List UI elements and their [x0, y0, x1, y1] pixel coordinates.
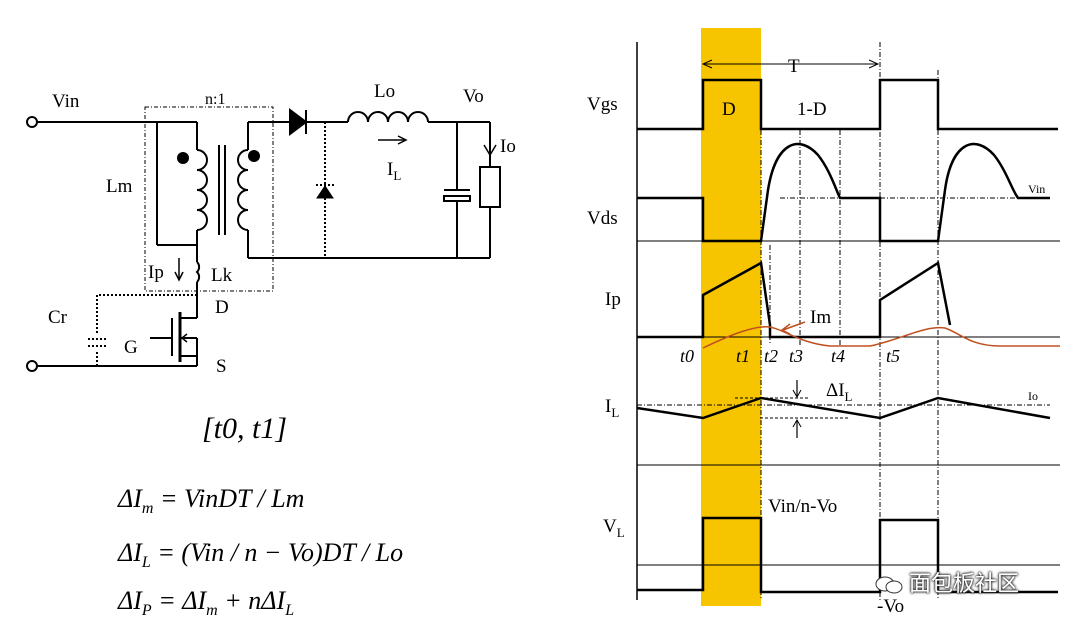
label-cr: Cr: [48, 307, 68, 328]
label-vin-level: Vin: [1028, 182, 1045, 196]
formula-3-rhs-b: + nΔI: [217, 586, 286, 615]
label-vl-low: -Vo: [877, 596, 904, 617]
label-t2: t2: [764, 346, 778, 366]
formula-3-lhs: ΔI: [118, 586, 142, 615]
circuit-labels: Vin n:1 Lo Vo IL Io Lm Ip Lk Cr D G S: [48, 81, 516, 377]
ip-trace: [637, 260, 952, 339]
label-vds: Vds: [587, 208, 618, 229]
formula-2-sub: L: [141, 554, 151, 572]
formula-2-lhs: ΔI: [118, 538, 142, 567]
primary-dot: [177, 152, 189, 164]
ground-terminal: [26, 360, 38, 372]
secondary-dot: [248, 150, 260, 162]
waveform-frame: [636, 42, 1060, 600]
im-pointer-arrow: [780, 321, 806, 335]
formula-delta-ip: ΔIP = ΔIm + nΔIL: [118, 586, 294, 620]
formula-3-rhs-a: = ΔI: [158, 586, 207, 615]
diode: [289, 108, 308, 136]
waveform-aux-lines: [637, 197, 1060, 438]
label-ip-circuit: Ip: [148, 262, 164, 283]
label-period: T: [788, 56, 800, 77]
formula-delta-il: ΔIL = (Vin / n − Vo)DT / Lo: [118, 538, 403, 572]
label-vl-wave: VL: [603, 516, 625, 540]
interval-label: [t0, t1]: [202, 412, 288, 445]
label-lm: Lm: [106, 176, 133, 197]
watermark: 面包板社区: [875, 566, 1019, 598]
label-lk: Lk: [211, 265, 233, 286]
label-vl-high: Vin/n-Vo: [768, 496, 837, 517]
label-io: Io: [500, 136, 516, 157]
lm-winding: [196, 149, 208, 231]
duty-highlight-band: [701, 28, 761, 606]
label-t5: t5: [886, 346, 900, 366]
vin-terminal: [26, 116, 38, 128]
vl-trace: [637, 516, 1058, 594]
label-ratio: n:1: [205, 91, 225, 108]
label-delta-il: ΔIL: [826, 380, 853, 404]
formula-1-lhs: ΔI: [118, 484, 142, 513]
label-t1: t1: [736, 346, 750, 366]
formula-1-rhs: = VinDT / Lm: [159, 484, 305, 513]
label-il-circuit: IL: [387, 159, 401, 183]
vgs-trace: [637, 78, 1058, 131]
formula-delta-im: ΔIm = VinDT / Lm: [118, 484, 304, 518]
lo-inductor: [347, 111, 429, 123]
waveform-traces: [636, 78, 1058, 594]
label-t3: t3: [789, 346, 803, 366]
formula-1-sub: m: [141, 500, 154, 518]
watermark-text: 面包板社区: [909, 572, 1020, 597]
lk-inductor: [195, 261, 201, 283]
label-one-minus-d: 1-D: [797, 99, 827, 120]
formula-3-rhs-a-sub: m: [206, 602, 218, 620]
label-im: Im: [810, 307, 831, 328]
transformer-box: [144, 106, 274, 292]
waveform-labels: Vgs Vds Ip IL VL T D 1-D Vin Im ΔIL Io V…: [587, 56, 1045, 617]
secondary-winding: [237, 149, 249, 231]
label-il-wave: IL: [605, 396, 619, 420]
wechat-icon: [875, 576, 903, 594]
formula-3-sub: P: [141, 602, 152, 620]
label-t4: t4: [831, 346, 845, 366]
label-ip-wave: Ip: [605, 289, 621, 310]
formula-3-rhs-b-sub: L: [285, 602, 295, 620]
label-s: S: [216, 356, 227, 377]
label-d: D: [215, 297, 229, 318]
label-duty: D: [722, 99, 736, 120]
il-trace: [636, 396, 1051, 420]
label-vo: Vo: [463, 86, 484, 107]
label-io-level: Io: [1028, 389, 1038, 403]
label-t0: t0: [680, 346, 694, 366]
load-resistor: [479, 166, 501, 208]
formula-2-rhs: = (Vin / n − Vo)DT / Lo: [157, 538, 404, 567]
vds-trace: [637, 142, 1050, 243]
label-lo: Lo: [374, 81, 395, 102]
label-g: G: [124, 337, 138, 358]
circuit-schematic: [26, 106, 501, 372]
im-trace: [702, 326, 1060, 349]
label-vgs: Vgs: [587, 94, 618, 115]
label-vin: Vin: [52, 91, 80, 112]
